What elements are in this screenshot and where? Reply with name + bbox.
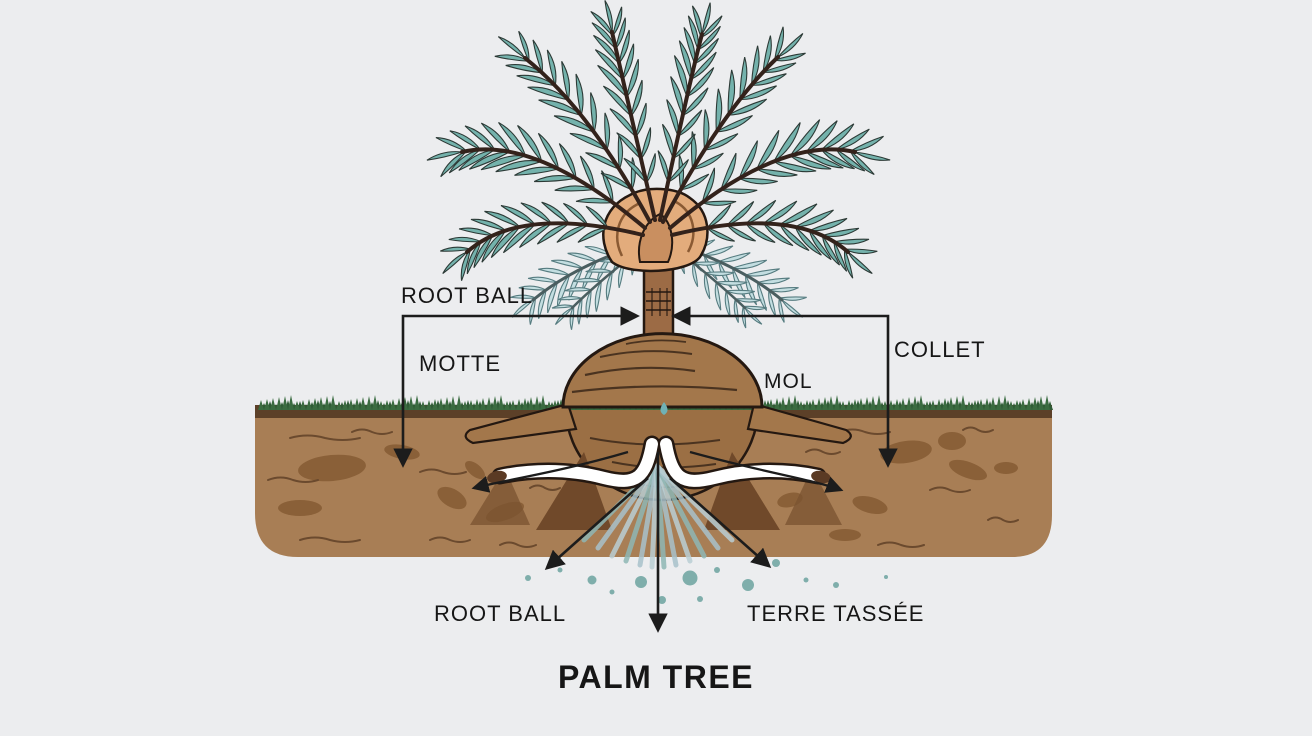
label-collet: COLLET — [894, 337, 986, 362]
lateral-roots — [487, 435, 831, 490]
guy-line-left — [471, 450, 629, 493]
water-drop — [660, 402, 668, 415]
crown-sheath — [602, 187, 709, 273]
label-root-ball-top: ROOT BALL — [401, 283, 534, 308]
label-mol: MOL — [764, 370, 813, 393]
root-tip-left — [487, 470, 507, 484]
diagram-title: PALM TREE — [557, 659, 755, 695]
soil-texture-lines — [267, 426, 1019, 548]
annotation-arrows — [393, 306, 898, 633]
label-root-ball-bottom: ROOT BALL — [434, 601, 567, 626]
label-motte: MOTTE — [419, 351, 501, 376]
label-terre-tassee: TERRE TASSÉE — [747, 601, 925, 626]
palm-fronds — [426, 0, 891, 281]
arrow-terre-tassee — [669, 477, 772, 568]
bracket-root-ball-motte — [393, 306, 640, 468]
water-droplets — [525, 559, 888, 604]
bracket-collet — [671, 306, 898, 468]
soil-texture-blobs — [278, 432, 1018, 541]
arrow-root-ball-bottom — [544, 477, 649, 570]
guy-line-right — [689, 450, 844, 493]
packed-earth-wedges — [470, 452, 842, 530]
